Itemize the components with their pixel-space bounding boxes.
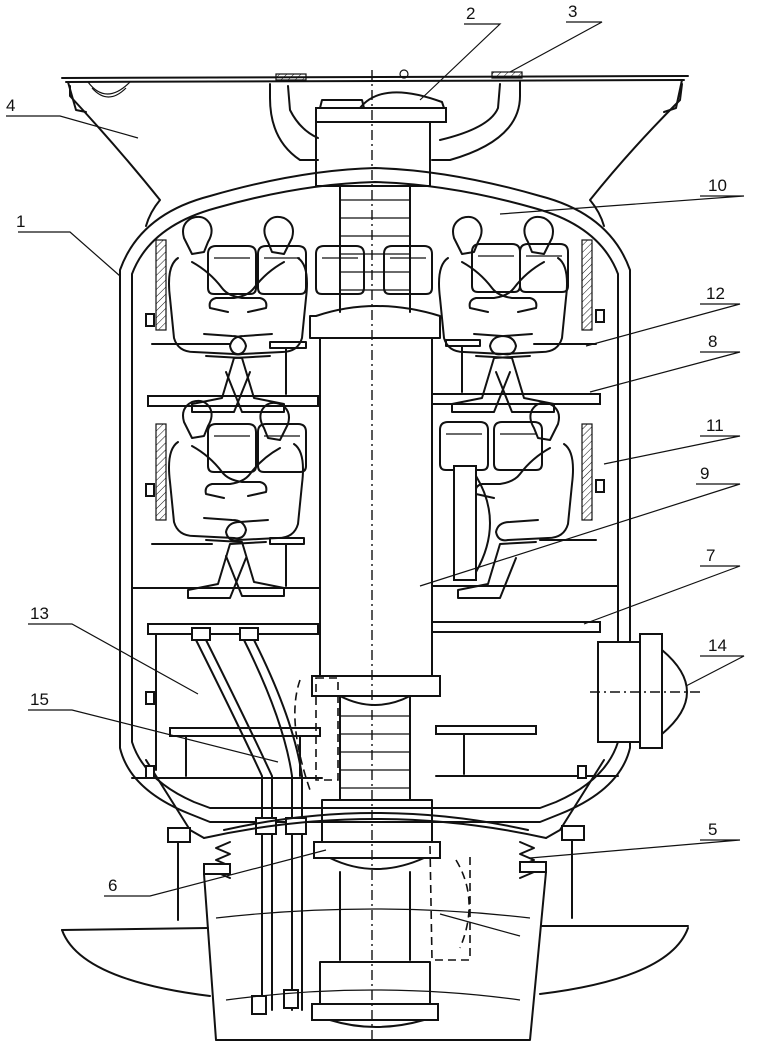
- leader-lines: [6, 21, 745, 897]
- label-6: 6: [108, 876, 117, 895]
- label-14: 14: [708, 636, 727, 655]
- label-15: 15: [30, 690, 49, 709]
- label-12: 12: [706, 284, 725, 303]
- label-11: 11: [706, 416, 724, 435]
- floor-7: [147, 621, 601, 635]
- label-5: 5: [708, 820, 717, 839]
- side-hatch-14: [590, 633, 700, 749]
- label-4: 4: [6, 96, 15, 115]
- hull-fittings: [145, 309, 605, 779]
- label-7: 7: [706, 546, 715, 565]
- label-1: 1: [16, 212, 25, 231]
- top-hatch-2: [275, 69, 523, 187]
- lower-compartment: [131, 627, 619, 1015]
- bottom-skirt: [61, 759, 689, 1041]
- upper-cabin: [151, 215, 597, 413]
- label-10: 10: [708, 176, 727, 195]
- central-trunk: [309, 185, 441, 1028]
- label-9: 9: [700, 464, 709, 483]
- floor-8: [147, 393, 601, 407]
- label-13: 13: [30, 604, 49, 623]
- label-8: 8: [708, 332, 717, 351]
- top-deck: [61, 75, 689, 227]
- pressure-hull: [119, 167, 631, 823]
- part-labels: 1 2 3 4 5 6 7 8 9 10 11 12 13 14 15: [6, 2, 727, 895]
- middle-cabin: [151, 399, 597, 598]
- label-3: 3: [568, 2, 577, 21]
- label-2: 2: [466, 4, 475, 23]
